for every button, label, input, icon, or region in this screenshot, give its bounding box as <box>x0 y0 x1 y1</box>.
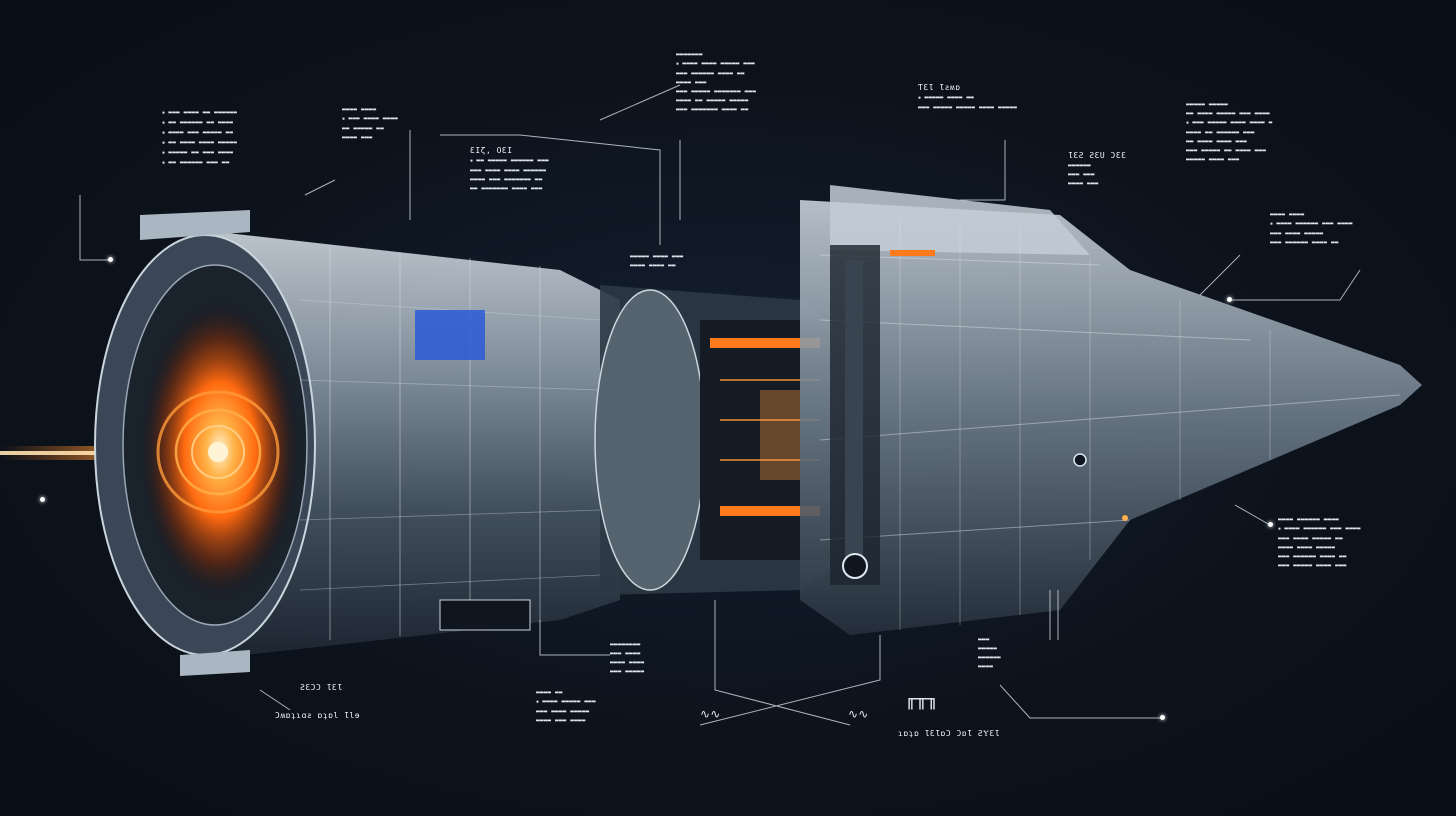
callout-right-lower: ▬▬▬▬ ▬▬▬▬▬▬ ▬▬▬▬ ▬▬▬▬ ▬▬▬▬▬▬ ▬▬▬ ▬▬▬▬ ▬▬… <box>1278 515 1428 570</box>
core-label: ƐIζ, OƐI <box>470 146 513 155</box>
callout-core: ƐIζ, OƐI ▬▬ ▬▬▬▬▬ ▬▬▬▬▬▬ ▬▬▬ ▬▬▬ ▬▬▬▬ ▬▬… <box>470 145 630 193</box>
forward-section <box>800 185 1422 635</box>
bottom-left-label: Ɔʍɒʇɿɑƨ ɒʇɒl Ɩlɘ <box>275 711 361 720</box>
leader-dot <box>1160 715 1165 720</box>
coil-glyph-icon: ∿∿ <box>700 707 721 721</box>
leader-dot <box>108 257 113 262</box>
callout-top-left: ▬▬▬ ▬▬▬▬ ▬▬ ▬▬▬▬▬▬ ▬▬ ▬▬▬▬▬▬ ▬▬ ▬▬▬▬ ▬▬▬… <box>162 108 337 168</box>
callout-bottom-right: ɿɒʇɒ ƖƐƖɒƆ ƆɒƖ ƧɎƐƖ <box>898 728 1028 739</box>
bottom-right-label: ɿɒʇɒ ƖƐƖɒƆ ƆɒƖ ƧɎƐƖ <box>898 729 1000 738</box>
callout-top-right: ▬▬▬▬▬ ▬▬▬▬▬ ▬▬ ▬▬▬▬ ▬▬▬▬▬ ▬▬▬ ▬▬▬▬ ▬▬▬ ▬… <box>1186 100 1346 164</box>
callout-mid: ▬▬▬▬▬ ▬▬▬▬ ▬▬▬ ▬▬▬▬ ▬▬▬▬ ▬▬ <box>630 253 684 269</box>
callout-bottom-center: ▬▬▬▬ ▬▬ ▬▬▬▬ ▬▬▬▬▬ ▬▬▬ ▬▬▬ ▬▬▬▬ ▬▬▬▬▬ ▬▬… <box>536 688 646 725</box>
callout-upper-left-2: ▬▬▬▬ ▬▬▬▬ ▬▬▬ ▬▬▬▬ ▬▬▬▬ ▬▬ ▬▬▬▬▬ ▬▬ ▬▬▬▬… <box>342 105 442 142</box>
callout-top-center: ƬƐƖ Ɩƨʍɒ ▬▬▬▬▬ ▬▬▬▬ ▬▬ ▬▬▬ ▬▬▬▬▬ ▬▬▬▬▬ ▬… <box>918 82 1118 112</box>
coil-glyph-icon-2: ∿∿ <box>848 707 869 721</box>
leader-dot <box>1268 522 1273 527</box>
connector-glyph-icon: ╓╥╖ <box>905 689 939 710</box>
callout-right-upper: ▬▬▬▬ ▬▬▬▬ ▬▬▬▬ ▬▬▬▬▬▬ ▬▬▬ ▬▬▬▬ ▬▬▬ ▬▬▬▬ … <box>1270 210 1420 247</box>
callout-top-center-left: ▬▬▬▬▬▬▬ ▬▬▬▬ ▬▬▬▬ ▬▬▬▬▬ ▬▬▬ ▬▬▬ ▬▬▬▬▬▬ ▬… <box>676 50 846 114</box>
callout-bottom-right-center: ▬▬▬ ▬▬▬▬▬ ▬▬▬▬▬▬ ▬▬▬▬ <box>978 636 1001 670</box>
top-center-label: ƬƐƖ Ɩƨʍɒ <box>918 83 961 92</box>
systems-label: ƖƐƧ ƧƐU ƆƐƐ <box>1068 151 1127 160</box>
callout-thruster: ƧƐƆƆ ƖƐƖ <box>300 682 440 693</box>
leader-dot <box>1227 297 1232 302</box>
leader-lines <box>79 84 1361 726</box>
callout-bottom-center-left: ▬▬▬▬▬▬▬▬ ▬▬▬ ▬▬▬▬ ▬▬▬▬ ▬▬▬▬ ▬▬▬ ▬▬▬▬▬ <box>610 641 645 675</box>
thruster-label: ƧƐƆƆ ƖƐƖ <box>300 683 343 692</box>
callout-systems: ƖƐƧ ƧƐU ƆƐƐ ▬▬▬▬▬▬ ▬▬▬ ▬▬▬ ▬▬▬▬ ▬▬▬ <box>1068 151 1127 187</box>
callout-bottom-left: Ɔʍɒʇɿɑƨ ɒʇɒl Ɩlɘ <box>275 710 445 721</box>
leader-dot <box>40 497 45 502</box>
rear-engine-section <box>94 210 620 676</box>
